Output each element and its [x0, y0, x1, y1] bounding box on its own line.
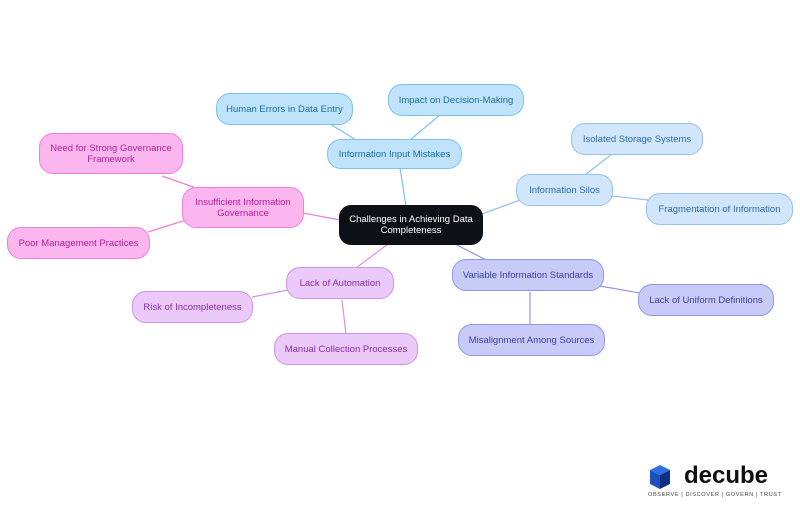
branch-information-input-mistakes: Information Input Mistakes: [327, 139, 462, 169]
leaf-misalignment-among-sources: Misalignment Among Sources: [458, 324, 605, 356]
leaf-human-errors-in-data-entry: Human Errors in Data Entry: [216, 93, 353, 125]
branch-information-silos: Information Silos: [516, 174, 613, 206]
leaf-impact-on-decision-making: Impact on Decision-Making: [388, 84, 524, 116]
logo-tagline: OBSERVE | DISCOVER | GOVERN | TRUST: [648, 492, 782, 498]
edge-center-silos: [481, 199, 521, 215]
edge-center-automation: [355, 243, 389, 269]
edge-center-governance: [302, 212, 341, 221]
edge-governance-poor: [147, 219, 187, 233]
cube-logo-icon: [650, 465, 670, 489]
edge-silos-isolated: [584, 153, 613, 176]
edge-automation-risk: [251, 289, 289, 298]
edge-standards-uniform: [599, 285, 641, 294]
edge-silos-fragmentation: [611, 195, 649, 201]
leaf-fragmentation-of-information: Fragmentation of Information: [646, 193, 793, 225]
edge-automation-manual: [341, 299, 347, 335]
leaf-isolated-storage-systems: Isolated Storage Systems: [571, 123, 703, 155]
leaf-risk-of-incompleteness: Risk of Incompleteness: [132, 291, 253, 323]
logo-wordmark: decube: [684, 462, 769, 489]
branch-insufficient-information-governance: Insufficient Information Governance: [182, 187, 304, 228]
decube-logo: decube OBSERVE | DISCOVER | GOVERN | TRU…: [648, 462, 788, 502]
branch-variable-information-standards: Variable Information Standards: [452, 259, 604, 291]
branch-lack-of-automation: Lack of Automation: [286, 267, 394, 299]
edge-center-input-mistakes: [399, 167, 407, 207]
edge-input-impact: [409, 114, 441, 141]
edge-input-human-errors: [329, 123, 357, 141]
leaf-lack-of-uniform-definitions: Lack of Uniform Definitions: [638, 284, 774, 316]
center-node: Challenges in Achieving Data Completenes…: [339, 205, 483, 245]
leaf-need-for-strong-governance-framework: Need for Strong Governance Framework: [39, 133, 183, 174]
leaf-manual-collection-processes: Manual Collection Processes: [274, 333, 418, 365]
edge-governance-need: [161, 175, 197, 189]
leaf-poor-management-practices: Poor Management Practices: [7, 227, 150, 259]
